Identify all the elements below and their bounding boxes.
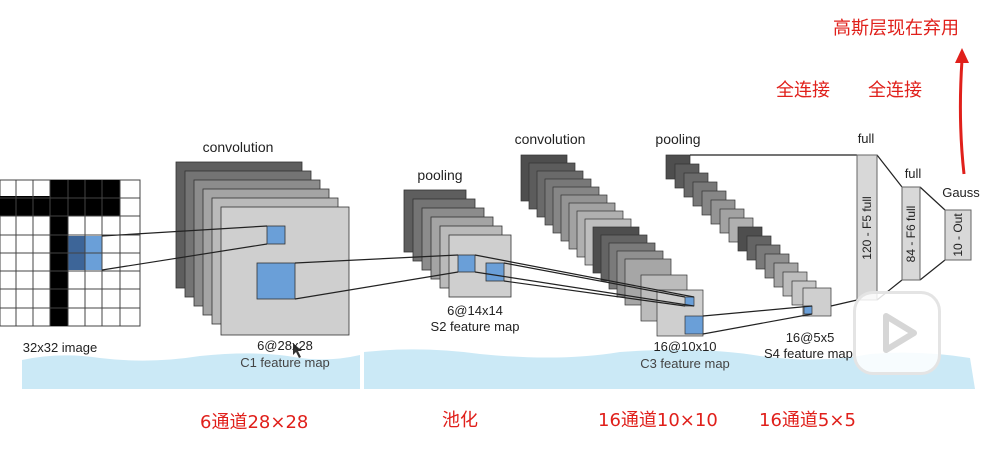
- c1-point: [266, 225, 286, 245]
- s2-window: [485, 262, 505, 282]
- input-image-grid: [0, 179, 141, 327]
- up-arrow-icon: [955, 48, 969, 175]
- c1-window: [256, 262, 296, 300]
- play-button[interactable]: [853, 291, 941, 375]
- c3-window: [684, 315, 704, 335]
- fc2-note: 全连接: [868, 80, 922, 101]
- s2-size: 6@14x14: [447, 303, 503, 318]
- s4-size: 16@5x5: [785, 330, 835, 345]
- wave-right: [364, 349, 975, 389]
- c1-stack: [175, 161, 350, 336]
- s2-name: S2 feature map: [430, 319, 520, 334]
- input-dark-top: [0, 196, 50, 216]
- c1-size: 6@28x28: [257, 338, 313, 353]
- fc1-note: 全连接: [776, 80, 830, 101]
- c3-point: [684, 296, 695, 307]
- out-name: 10 - Out: [951, 213, 965, 257]
- f6-name: 84 - F6 full: [904, 206, 918, 263]
- c1-note: 6通道28×28: [200, 412, 309, 433]
- c3-stack: [520, 154, 704, 337]
- input-caption: 32x32 image: [22, 340, 98, 355]
- pool-note: 池化: [442, 410, 478, 431]
- s4-stack: [665, 154, 832, 317]
- out-bar: [944, 209, 972, 261]
- f5-title: full: [857, 131, 875, 146]
- s4-name: S4 feature map: [764, 346, 853, 361]
- f5-name: 120 - F5 full: [860, 196, 874, 259]
- f6-bar: [901, 186, 921, 281]
- s4-title: pooling: [655, 131, 701, 147]
- wave-left: [22, 353, 360, 389]
- s2-title: pooling: [417, 167, 463, 183]
- c1-title: convolution: [202, 139, 274, 155]
- s4-note: 16通道5×5: [759, 410, 856, 431]
- c3-note: 16通道10×10: [598, 410, 718, 431]
- c3-title: convolution: [514, 131, 586, 147]
- s2-point: [457, 254, 476, 273]
- out-title: Gauss: [942, 185, 980, 200]
- s2-stack: [403, 189, 512, 298]
- f6-title: full: [904, 166, 922, 181]
- cursor-icon: [293, 343, 302, 358]
- c3-size: 16@10x10: [653, 339, 717, 354]
- c1-name: C1 feature map: [240, 355, 330, 370]
- gauss-note: 高斯层现在弃用: [833, 18, 959, 39]
- c3-name: C3 feature map: [640, 356, 730, 371]
- play-icon: [883, 313, 917, 353]
- connection-lines: [101, 154, 946, 335]
